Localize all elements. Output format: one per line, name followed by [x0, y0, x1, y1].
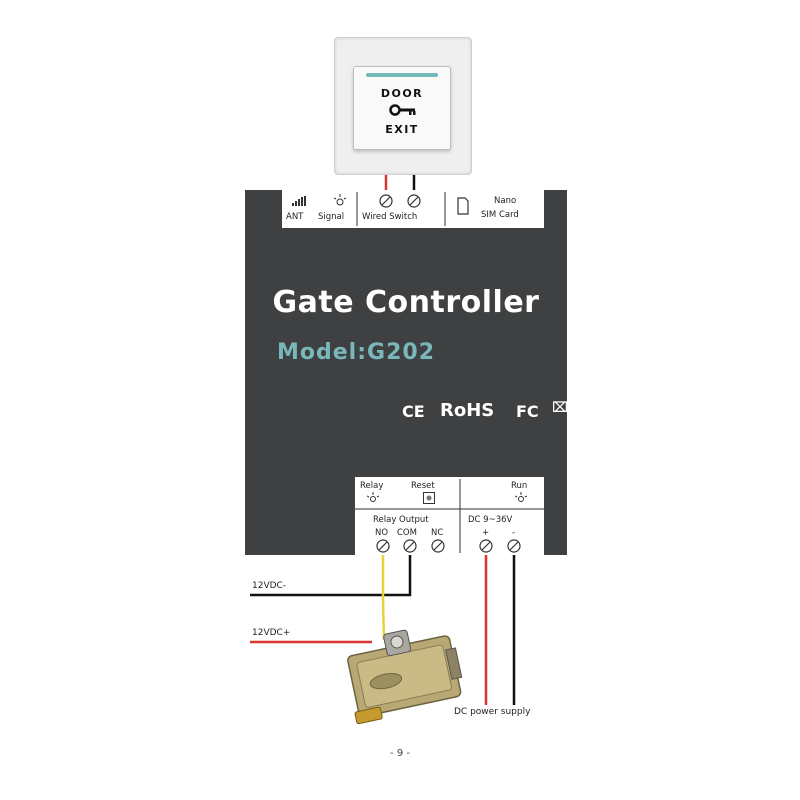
exit-label: EXIT [385, 123, 419, 136]
electric-lock-icon [347, 629, 463, 725]
bottom-port-panel: Relay Reset Run Relay Output NO COM NC D… [355, 477, 544, 555]
dc-plus-label: + [482, 528, 490, 538]
door-exit-button: DOOR EXIT [353, 66, 451, 150]
vdc-minus-wire [250, 545, 412, 597]
dc-power-supply-label: DC power supply [454, 707, 531, 717]
top-panel-dividers [356, 192, 446, 226]
sim-card-icon [457, 197, 469, 215]
relay-led-icon [367, 492, 379, 502]
dc-input-label: DC 9~36V [468, 515, 513, 525]
exit-indicator-bar [366, 73, 438, 77]
reset-button-icon [423, 492, 435, 504]
wired-switch-label: Wired Switch [362, 212, 418, 222]
lock-yellow-wire [381, 545, 386, 641]
page-number: - 9 - [390, 748, 410, 759]
relay-led-label: Relay [360, 481, 384, 491]
weee-mark: ⌧ [552, 400, 569, 416]
door-label: DOOR [380, 87, 424, 100]
vdc-plus-label: 12VDC+ [252, 628, 291, 638]
bottom-panel-dividers [355, 479, 544, 553]
dc-minus-label: - [512, 528, 516, 538]
run-label: Run [511, 481, 528, 491]
rohs-mark: RoHS [440, 400, 495, 421]
model-number: Model:G202 [277, 340, 435, 365]
controller-title: Gate Controller [272, 285, 540, 320]
run-led-icon [515, 492, 527, 502]
antenna-signal-icon [292, 196, 306, 206]
relay-output-label: Relay Output [373, 515, 429, 525]
com-terminal-label: COM [397, 528, 417, 538]
nc-terminal-label: NC [431, 528, 444, 538]
reset-label: Reset [411, 481, 435, 491]
no-terminal-label: NO [375, 528, 389, 538]
bottom-terminals [376, 539, 521, 553]
signal-label: Signal [318, 212, 345, 222]
fcc-mark: FC [516, 402, 539, 421]
vdc-minus-label: 12VDC- [252, 581, 287, 591]
nano-label: Nano [494, 196, 517, 206]
sim-card-label: SIM Card [481, 210, 519, 220]
ant-label: ANT [286, 212, 304, 222]
signal-led-icon [333, 194, 347, 206]
wired-switch-terminals [379, 194, 421, 208]
ce-mark: CE [402, 402, 425, 421]
top-port-panel: ANT Signal Wired Switch Nano SIM Card [282, 190, 544, 228]
key-icon [389, 104, 416, 116]
